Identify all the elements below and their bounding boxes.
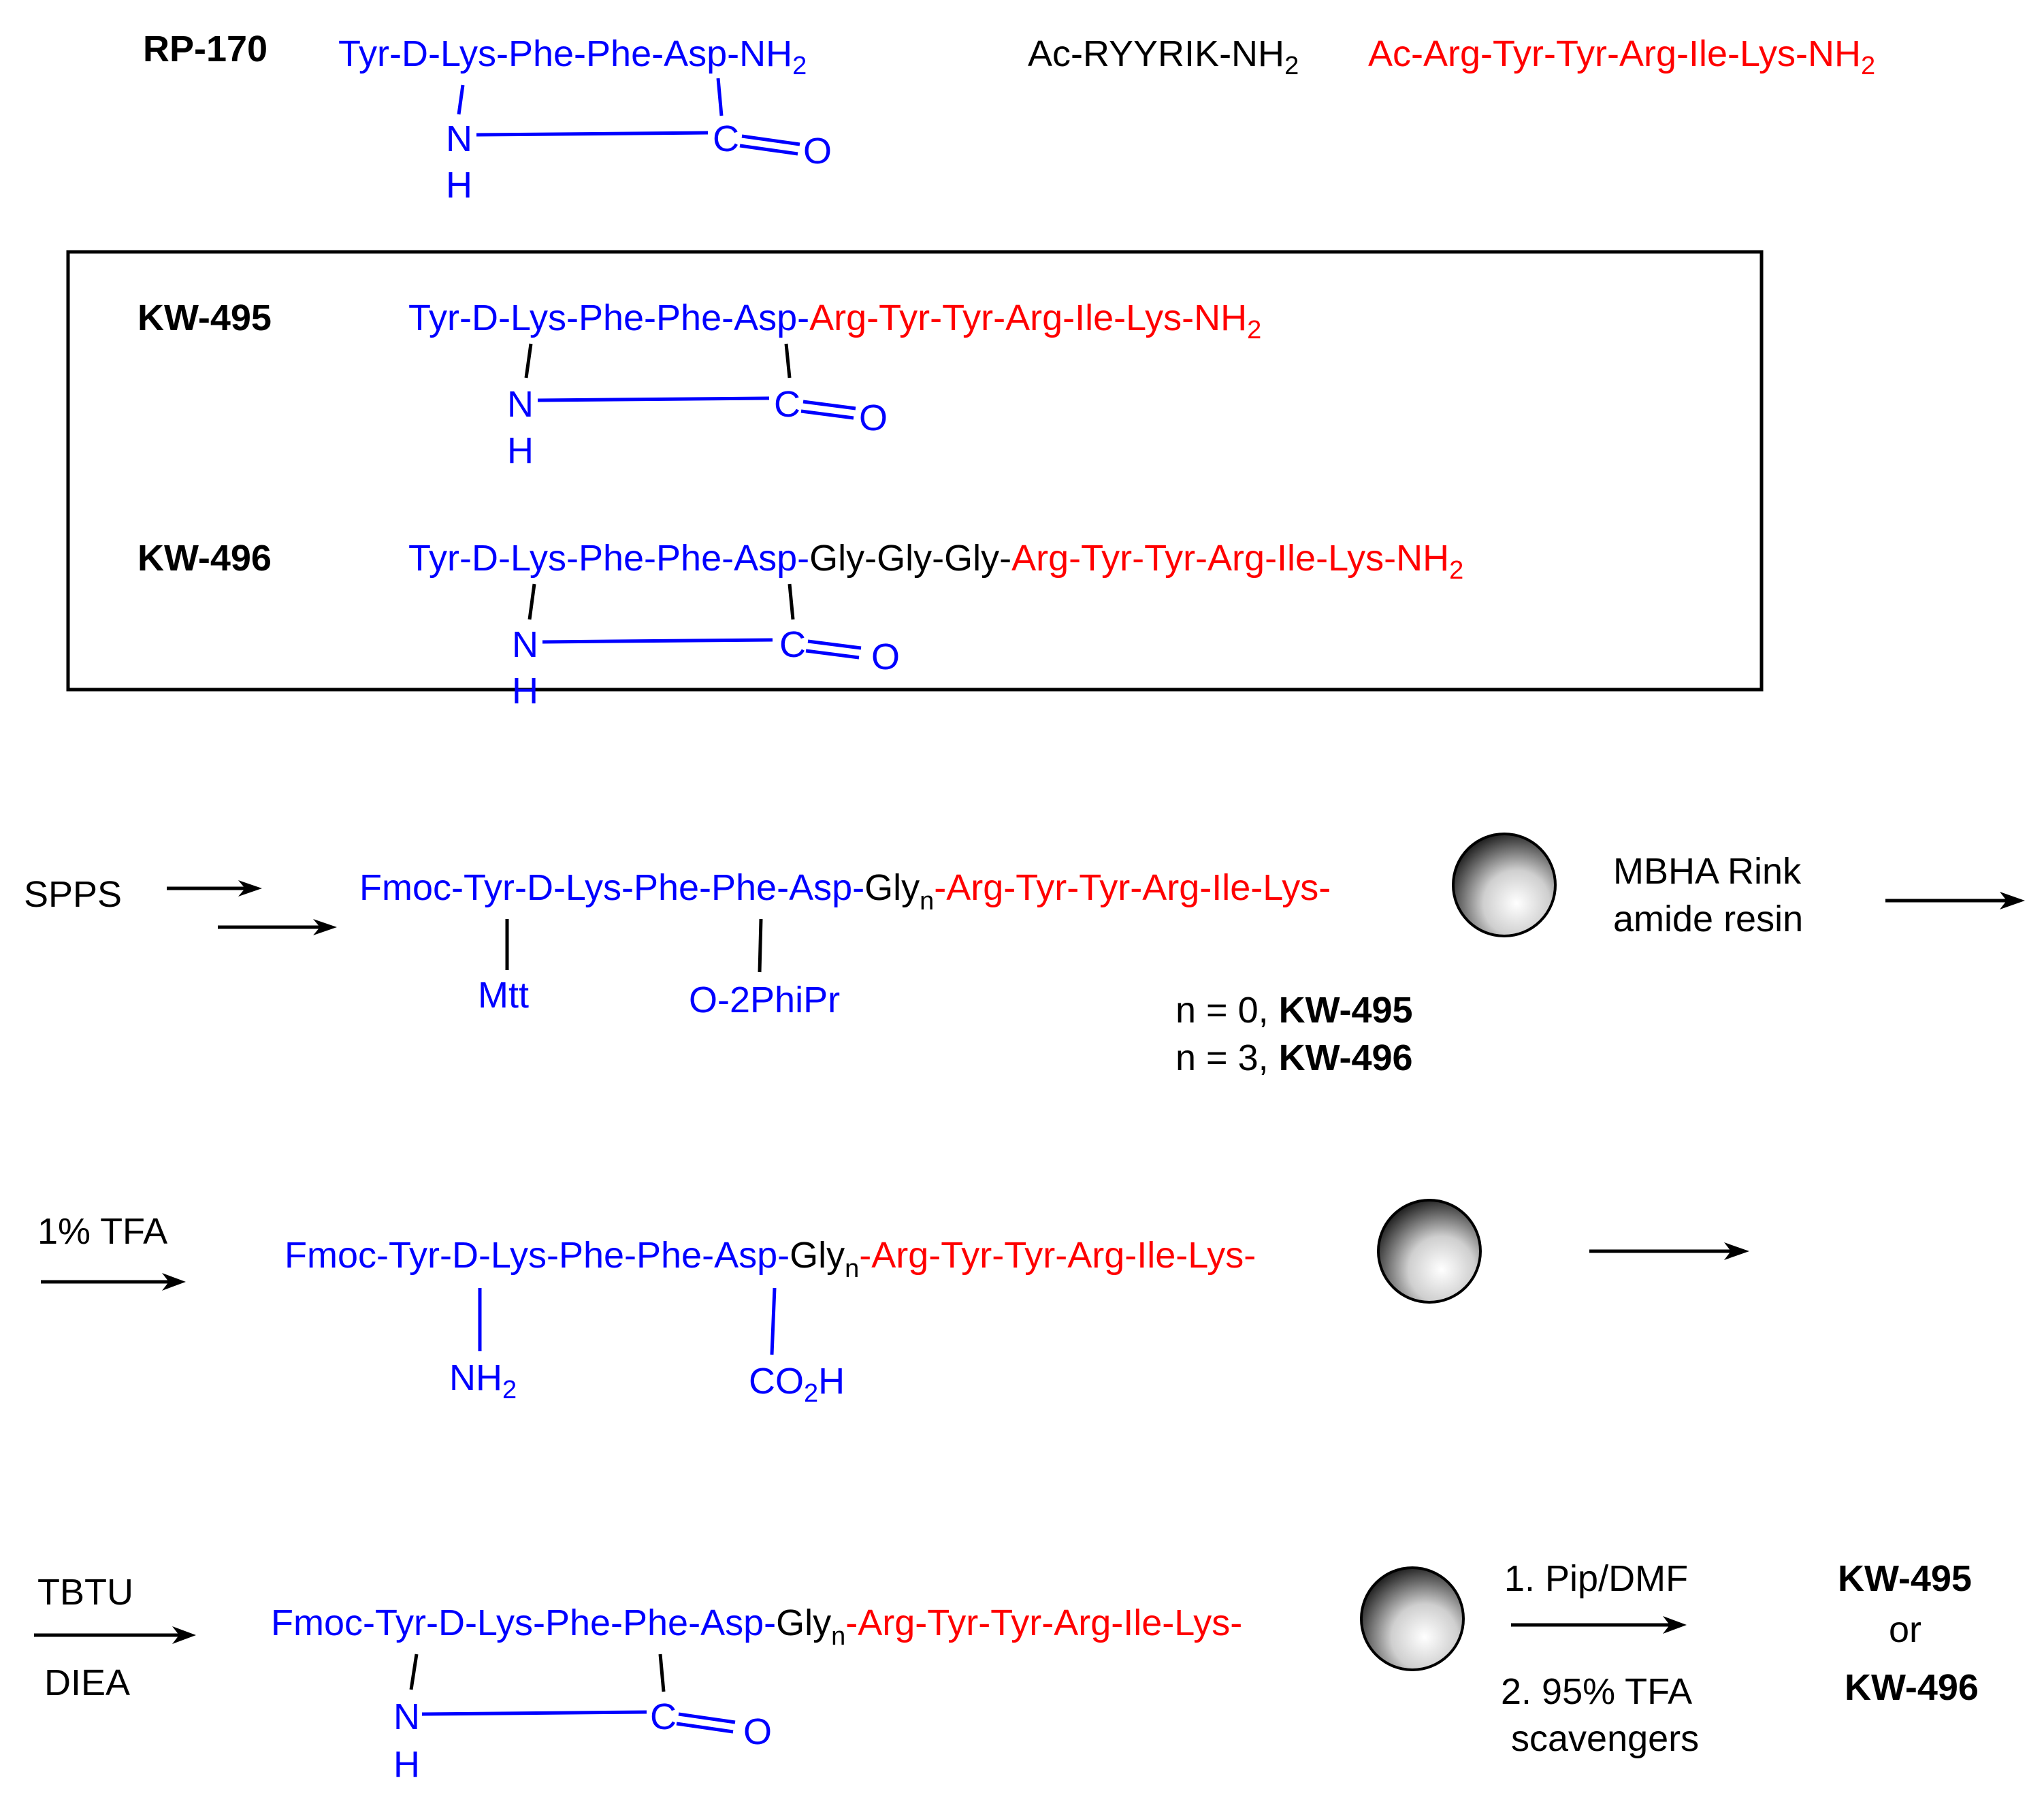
step3-carbonyl-bond-1 xyxy=(678,1712,736,1724)
kw496-o-atom: O xyxy=(871,636,900,677)
spps-arrowhead-2 xyxy=(313,919,337,935)
resin-label-2: amide resin xyxy=(1613,899,1803,939)
kw495-carbonyl-bond-2 xyxy=(800,409,854,420)
step3-arrowhead xyxy=(1663,1616,1687,1634)
product-or: or xyxy=(1889,1609,1921,1650)
kw495-lys-bond xyxy=(524,343,533,378)
step3-c-atom: C xyxy=(650,1696,677,1737)
rp170-carbonyl-bond-2 xyxy=(739,144,798,156)
step3-lactam-bond xyxy=(421,1710,647,1716)
step2-peptide: Fmoc-Tyr-D-Lys-Phe-Phe-Asp-Glyn-Arg-Tyr-… xyxy=(285,1235,1256,1283)
acryy-short: Ac-RYYRIK-NH2 xyxy=(1028,33,1299,80)
tbtu-label: TBTU xyxy=(37,1572,133,1613)
rp170-c-atom: C xyxy=(713,118,739,159)
step3-resin-bead xyxy=(1360,1566,1465,1671)
step3-carbonyl-bond-2 xyxy=(676,1722,734,1734)
kw496-n-atom: N xyxy=(512,624,538,665)
rp170-label: RP-170 xyxy=(143,29,267,69)
kw495-n-atom: N xyxy=(507,384,534,425)
kw495-h-atom: H xyxy=(507,430,534,471)
rp170-o-atom: O xyxy=(803,131,832,172)
tfa-1pct-label: 1% TFA xyxy=(37,1211,167,1252)
step3-in-arrowhead xyxy=(172,1626,196,1644)
co2h-group: CO2H xyxy=(749,1361,845,1408)
pip-dmf-label: 1. Pip/DMF xyxy=(1504,1558,1688,1599)
rp170-carbonyl-bond-1 xyxy=(741,134,800,146)
mtt-group: Mtt xyxy=(478,975,529,1016)
n3-note: n = 3, KW-496 xyxy=(1175,1037,1413,1078)
kw495-carbonyl-bond-1 xyxy=(802,400,856,410)
rp170-n-atom: N xyxy=(446,118,472,159)
product-kw495: KW-495 xyxy=(1838,1558,1972,1599)
acryy-long: Ac-Arg-Tyr-Tyr-Arg-Ile-Lys-NH2 xyxy=(1368,33,1875,80)
step3-peptide: Fmoc-Tyr-D-Lys-Phe-Phe-Asp-Glyn-Arg-Tyr-… xyxy=(271,1602,1242,1651)
kw496-asp-bond xyxy=(788,583,795,620)
kw495-label: KW-495 xyxy=(137,297,272,338)
step3-h-atom: H xyxy=(393,1744,420,1785)
step2-arrowhead xyxy=(1724,1242,1749,1260)
kw495-lactam-bond xyxy=(537,396,770,402)
kw495-sequence: Tyr-D-Lys-Phe-Phe-Asp-Arg-Tyr-Tyr-Arg-Il… xyxy=(408,297,1261,344)
step1-peptide: Fmoc-Tyr-D-Lys-Phe-Phe-Asp-Glyn-Arg-Tyr-… xyxy=(359,867,1331,916)
kw496-lactam-bond xyxy=(542,638,773,644)
kw495-c-atom: C xyxy=(774,384,800,425)
step1-resin-bead xyxy=(1452,833,1557,937)
kw496-c-atom: C xyxy=(779,624,806,665)
step2-asp-bond xyxy=(770,1287,777,1355)
spps-arrowhead-1 xyxy=(238,880,262,897)
step2-resin-bead xyxy=(1377,1199,1482,1304)
resin-label-1: MBHA Rink xyxy=(1613,851,1802,892)
scavengers-label: scavengers xyxy=(1511,1718,1699,1759)
step2-in-arrowhead xyxy=(162,1273,186,1291)
rp170-lys-bond xyxy=(457,84,465,115)
diea-label: DIEA xyxy=(44,1662,130,1703)
step1-arrowhead xyxy=(2000,892,2025,909)
kw496-h-atom: H xyxy=(512,671,538,711)
product-kw496: KW-496 xyxy=(1845,1667,1979,1708)
step3-lys-bond xyxy=(409,1654,419,1690)
kw495-asp-bond xyxy=(784,343,792,378)
n0-note: n = 0, KW-495 xyxy=(1175,990,1413,1031)
rp170-h-atom: H xyxy=(446,165,472,206)
kw495-o-atom: O xyxy=(859,398,888,438)
rp170-asp-bond xyxy=(716,78,724,116)
step3-asp-bond xyxy=(658,1654,666,1692)
spps-label: SPPS xyxy=(24,874,122,915)
kw496-carbonyl-bond-1 xyxy=(807,639,862,650)
kw496-label: KW-496 xyxy=(137,538,272,579)
step3-o-atom: O xyxy=(743,1711,772,1752)
rp170-lactam-bond xyxy=(476,131,709,137)
o2phipr-group: O-2PhiPr xyxy=(689,980,840,1020)
nh2-group: NH2 xyxy=(449,1357,517,1404)
kw496-lys-bond xyxy=(528,583,536,620)
step1-asp-bond xyxy=(758,918,763,973)
step3-n-atom: N xyxy=(393,1696,420,1737)
rp170-sequence: Tyr-D-Lys-Phe-Phe-Asp-NH2 xyxy=(338,33,807,80)
compounds-box xyxy=(66,250,1764,692)
kw496-sequence: Tyr-D-Lys-Phe-Phe-Asp-Gly-Gly-Gly-Arg-Ty… xyxy=(408,538,1463,585)
kw496-carbonyl-bond-2 xyxy=(805,649,860,660)
tfa-95pct-label: 2. 95% TFA xyxy=(1501,1671,1692,1712)
